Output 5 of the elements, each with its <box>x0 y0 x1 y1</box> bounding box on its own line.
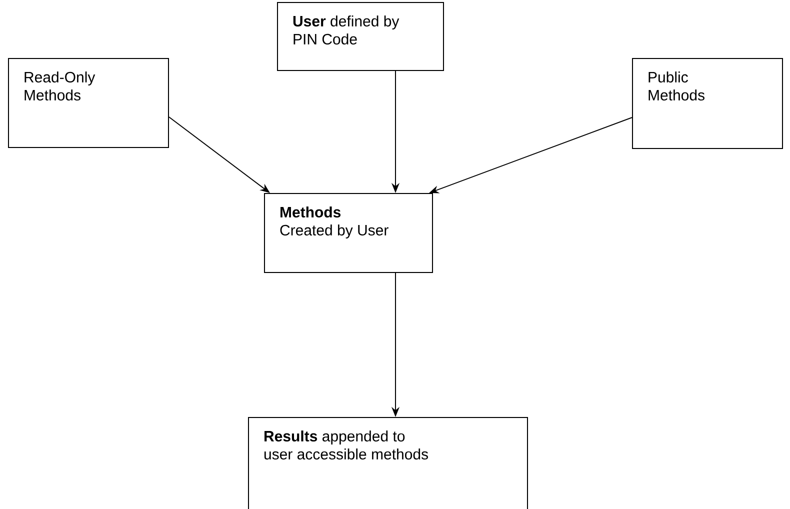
text-box: Public Methods <box>632 58 783 149</box>
text-box: Read-Only Methods <box>8 58 169 148</box>
text-box: User defined by PIN Code <box>277 2 444 71</box>
text-box: Results appended to user accessible methods <box>248 417 528 509</box>
text-box: Methods Created by User <box>264 193 433 273</box>
